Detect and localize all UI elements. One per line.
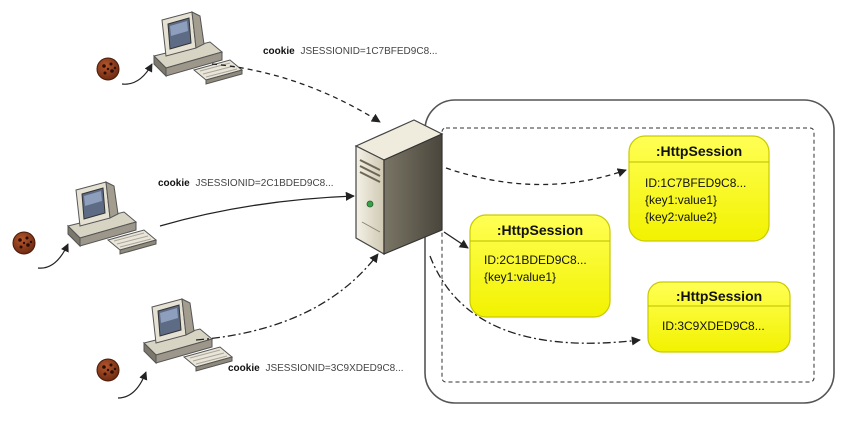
client-computer-1 bbox=[96, 11, 243, 85]
desktop-computer-icon bbox=[67, 181, 157, 255]
client-computer-3 bbox=[96, 298, 233, 399]
cookie-header-label-3: cookie JSESSIONID=3C9XDED9C8... bbox=[228, 363, 404, 374]
desktop-computer-icon bbox=[153, 11, 243, 85]
cookie-value: JSESSIONID=1C7BFED9C8... bbox=[300, 46, 437, 57]
cookie-value: JSESSIONID=2C1BDED9C8... bbox=[195, 178, 333, 189]
session-lookup-arrow-2 bbox=[443, 231, 469, 249]
cookie-icon bbox=[12, 231, 36, 255]
http-session-box-3: :HttpSession ID:3C9XDED9C8... bbox=[647, 281, 791, 353]
session-lookup-arrow-1 bbox=[445, 167, 627, 186]
cookie-keyword: cookie bbox=[158, 178, 190, 189]
cookie-link-curve bbox=[37, 243, 69, 269]
session-title: :HttpSession bbox=[676, 288, 762, 304]
cookie-header-label-1: cookie JSESSIONID=1C7BFED9C8... bbox=[263, 46, 437, 57]
request-arrow-2 bbox=[159, 191, 355, 227]
session-attribute: {key1:value1} bbox=[645, 193, 717, 207]
session-lookup-arrow-3 bbox=[429, 255, 641, 346]
session-attribute: {key2:value2} bbox=[645, 210, 717, 224]
cookie-keyword: cookie bbox=[228, 363, 260, 374]
session-id: ID:3C9XDED9C8... bbox=[662, 319, 765, 333]
cookie-link-curve bbox=[117, 371, 148, 399]
session-store-boundary bbox=[441, 127, 815, 383]
cookie-link-curve bbox=[121, 63, 153, 85]
cookie-value: JSESSIONID=3C9XDED9C8... bbox=[265, 363, 403, 374]
client-computer-2 bbox=[12, 181, 157, 269]
cookie-keyword: cookie bbox=[263, 46, 295, 57]
http-session-box-1: :HttpSession ID:1C7BFED9C8... {key1:valu… bbox=[628, 135, 770, 242]
session-title: :HttpSession bbox=[656, 143, 742, 159]
session-attribute: {key1:value1} bbox=[484, 270, 556, 284]
cookie-icon bbox=[96, 358, 120, 382]
server-tower-icon bbox=[354, 119, 444, 256]
session-id: ID:2C1BDED9C8... bbox=[484, 253, 587, 267]
session-title: :HttpSession bbox=[497, 222, 583, 238]
request-arrow-1 bbox=[211, 63, 381, 123]
desktop-computer-icon bbox=[143, 298, 233, 372]
request-arrow-3 bbox=[195, 253, 379, 341]
http-session-box-2: :HttpSession ID:2C1BDED9C8... {key1:valu… bbox=[469, 214, 611, 318]
session-id: ID:1C7BFED9C8... bbox=[645, 176, 746, 190]
cookie-header-label-2: cookie JSESSIONID=2C1BDED9C8... bbox=[158, 178, 334, 189]
cookie-icon bbox=[96, 57, 120, 81]
